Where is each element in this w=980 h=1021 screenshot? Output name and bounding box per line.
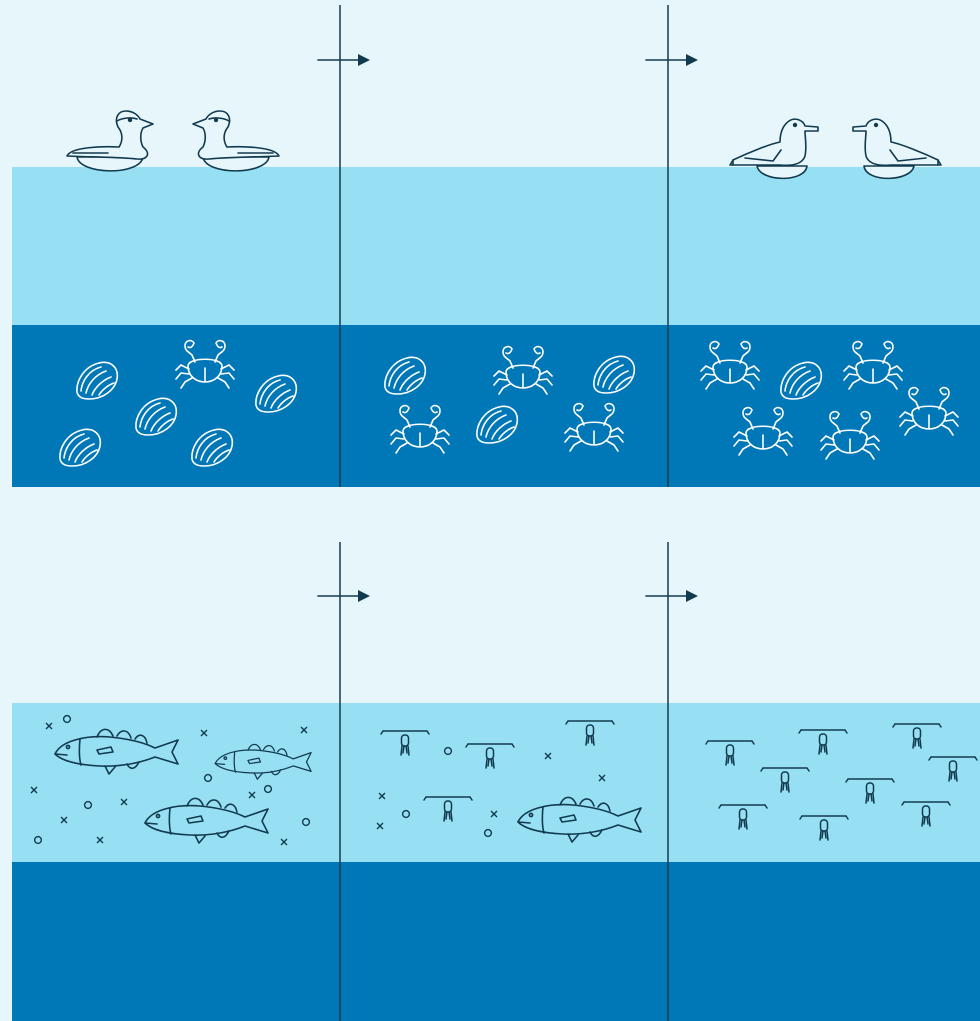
bottom-panel bbox=[12, 542, 980, 1021]
eider-duck-icon bbox=[67, 111, 153, 171]
arrow-right-icon bbox=[318, 54, 370, 66]
arrow-right-icon bbox=[646, 590, 698, 602]
top-panel bbox=[12, 5, 980, 487]
bottom-surface-water bbox=[12, 703, 980, 862]
top-seabed bbox=[12, 325, 980, 487]
arrow-right-icon bbox=[646, 54, 698, 66]
arrow-right-icon bbox=[318, 590, 370, 602]
top-surface-water bbox=[12, 167, 980, 325]
bottom-seabed bbox=[12, 862, 980, 1021]
eider-duck-icon bbox=[193, 111, 279, 171]
